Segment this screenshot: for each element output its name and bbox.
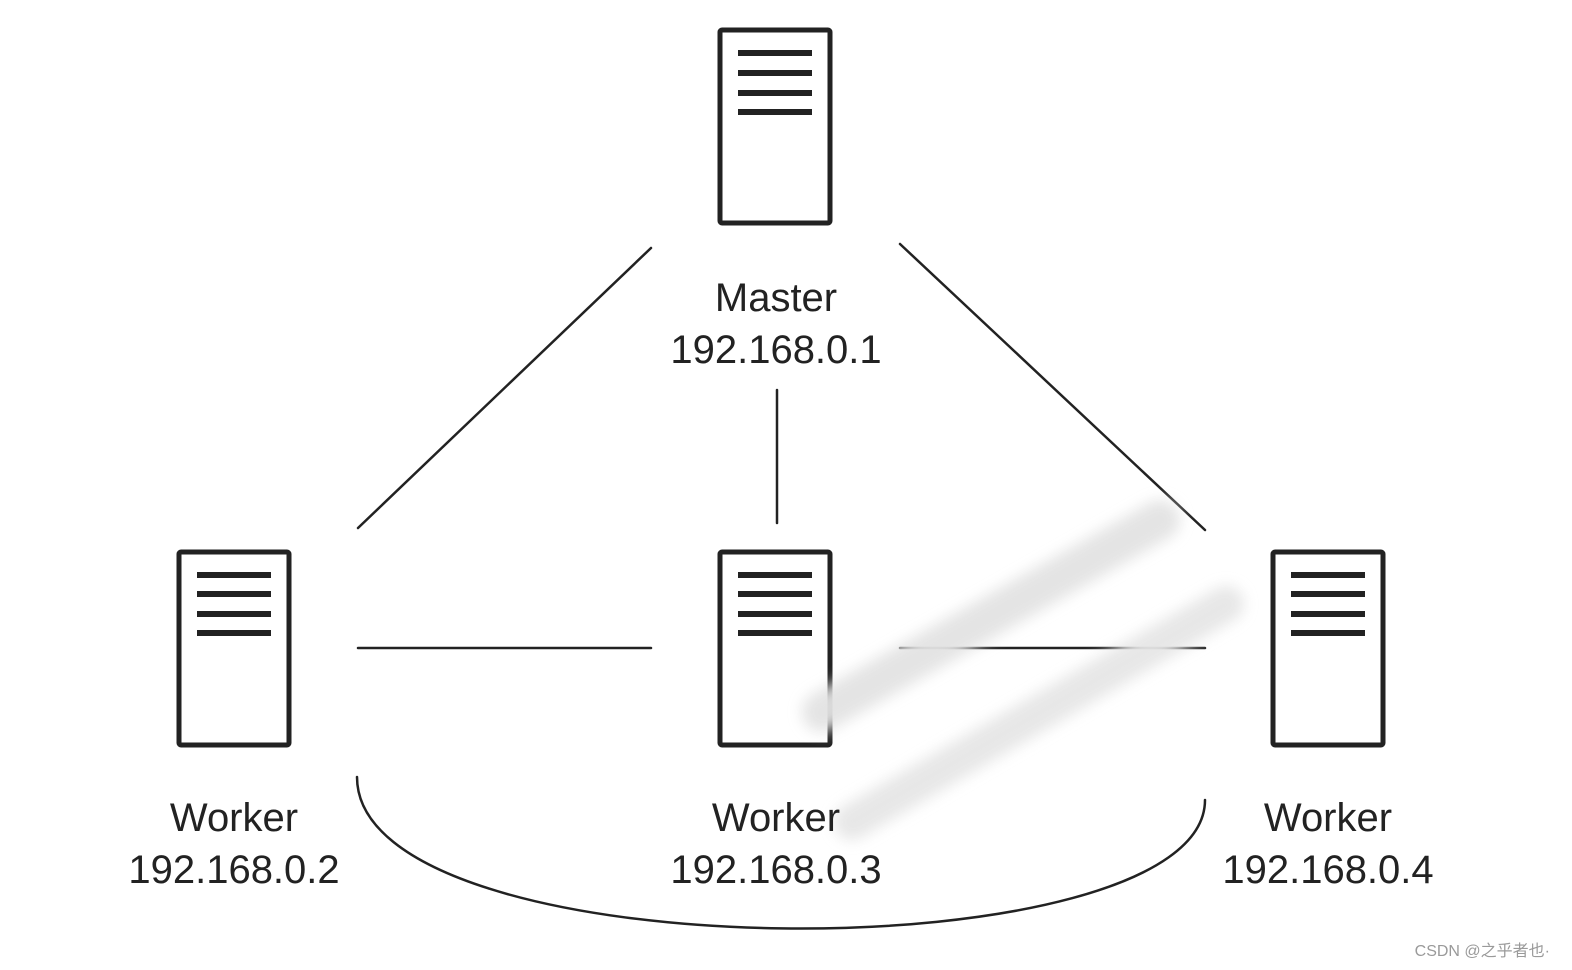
csdn-watermark: CSDN @之乎者也· xyxy=(1414,943,1550,960)
worker-2-node-label: Worker 192.168.0.2 xyxy=(74,792,394,896)
worker-4-server-body xyxy=(1270,549,1386,748)
link-master-worker-4 xyxy=(898,242,1207,532)
worker-3-node-label: Worker 192.168.0.3 xyxy=(616,792,936,896)
server-icon xyxy=(176,549,292,748)
master-server-body xyxy=(717,27,833,226)
master-server-slots xyxy=(738,50,812,115)
worker-2-role: Worker xyxy=(169,796,299,840)
worker-4-server-slots xyxy=(1291,572,1365,636)
worker-3-role: Worker xyxy=(711,796,841,840)
link-worker-2-worker-4 xyxy=(355,775,1207,930)
server-icon xyxy=(1270,549,1386,748)
worker-3-server-slots xyxy=(738,572,812,636)
worker-2-ip: 192.168.0.2 xyxy=(128,848,340,892)
worker-4-role: Worker xyxy=(1263,796,1393,840)
master-role: Master xyxy=(714,276,838,320)
link-master-worker-2 xyxy=(356,246,653,530)
server-icon xyxy=(717,27,833,226)
worker-4-node-label: Worker 192.168.0.4 xyxy=(1168,792,1488,896)
worker-3-server-body xyxy=(717,549,833,748)
server-icon xyxy=(717,549,833,748)
master-ip: 192.168.0.1 xyxy=(670,328,882,372)
smudge-stroke-1 xyxy=(802,500,1180,732)
worker-2-server-slots xyxy=(197,572,271,636)
worker-2-server-body xyxy=(176,549,292,748)
worker-4-ip: 192.168.0.4 xyxy=(1222,848,1434,892)
worker-3-ip: 192.168.0.3 xyxy=(670,848,882,892)
master-node-label: Master 192.168.0.1 xyxy=(616,272,936,376)
smudge-marks xyxy=(802,500,1244,840)
smudge-stroke-2 xyxy=(834,586,1244,840)
